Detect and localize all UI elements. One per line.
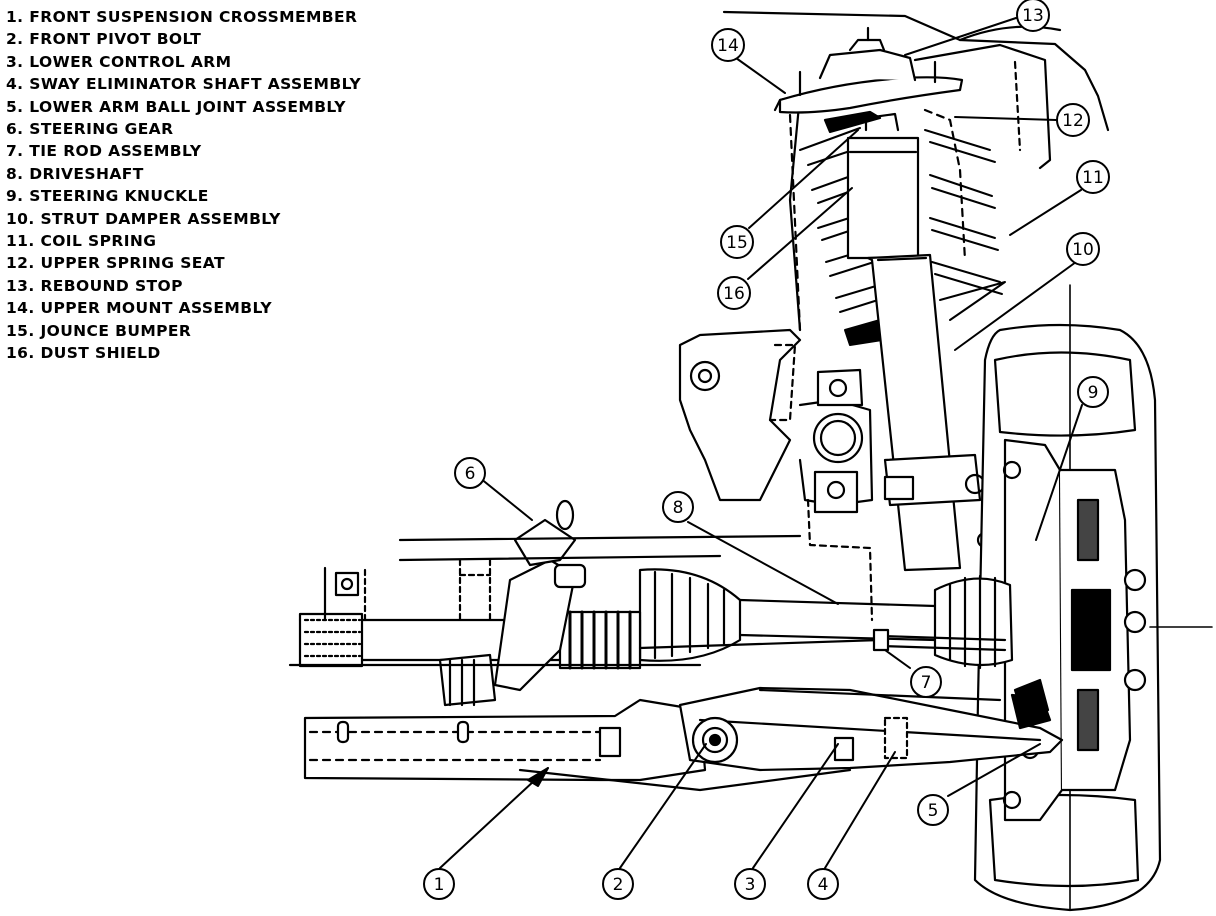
lower-control-arm <box>678 686 1064 772</box>
svg-text:3: 3 <box>745 875 756 895</box>
svg-text:12: 12 <box>1062 111 1084 131</box>
svg-text:10: 10 <box>1072 240 1094 260</box>
legend-item-tie-rod-assembly: 7. TIE ROD ASSEMBLY <box>6 142 202 161</box>
callout-10: 10 <box>1066 232 1100 266</box>
callout-1: 1 <box>423 868 455 900</box>
tie-rod <box>638 628 1007 652</box>
body-panel-outline <box>722 10 1110 170</box>
legend-item-steering-gear: 6. STEERING GEAR <box>6 120 174 139</box>
parts-legend: 1. FRONT SUSPENSION CROSSMEMBER 2. FRONT… <box>6 6 361 365</box>
legend-item-lower-arm-ball-joint-assembly: 5. LOWER ARM BALL JOINT ASSEMBLY <box>6 97 346 116</box>
callout-12: 12 <box>1056 103 1090 137</box>
leader-lines <box>439 17 1083 869</box>
callout-5: 5 <box>917 794 949 826</box>
callouts: 1 2 3 4 5 6 7 8 9 10 11 12 13 14 15 16 <box>423 0 1110 900</box>
svg-text:13: 13 <box>1022 6 1044 26</box>
legend-item-upper-spring-seat: 12. UPPER SPRING SEAT <box>6 254 225 273</box>
legend-item-front-suspension-crossmember: 1. FRONT SUSPENSION CROSSMEMBER <box>6 8 358 26</box>
svg-text:5: 5 <box>928 801 939 821</box>
callout-11: 11 <box>1076 160 1110 194</box>
callout-16: 16 <box>717 276 751 310</box>
driveshaft <box>638 568 1014 670</box>
callout-6: 6 <box>454 457 486 489</box>
legend-item-strut-damper-assembly: 10. STRUT DAMPER ASSEMBLY <box>6 209 281 228</box>
callout-15: 15 <box>720 225 754 259</box>
legend-item-lower-control-arm: 3. LOWER CONTROL ARM <box>6 52 232 71</box>
strut-damper <box>846 112 994 572</box>
callout-2: 2 <box>602 868 634 900</box>
svg-text:9: 9 <box>1088 383 1099 403</box>
legend-item-front-pivot-bolt: 2. FRONT PIVOT BOLT <box>6 30 202 49</box>
legend-item-sway-eliminator-shaft-assembly: 4. SWAY ELIMINATOR SHAFT ASSEMBLY <box>6 75 362 94</box>
legend-item-coil-spring: 11. COIL SPRING <box>6 232 157 251</box>
legend-item-upper-mount-assembly: 14. UPPER MOUNT ASSEMBLY <box>6 299 272 318</box>
legend-item-jounce-bumper: 15. JOUNCE BUMPER <box>6 321 192 340</box>
svg-text:14: 14 <box>717 36 739 56</box>
subframe-bracket <box>678 328 874 622</box>
svg-text:6: 6 <box>465 464 476 484</box>
callout-8: 8 <box>662 491 694 523</box>
legend-item-rebound-stop: 13. REBOUND STOP <box>6 276 183 295</box>
front-suspension-crossmember <box>303 534 852 792</box>
legend-item-driveshaft: 8. DRIVESHAFT <box>6 164 144 183</box>
callout-4: 4 <box>807 868 839 900</box>
callout-14: 14 <box>711 28 745 62</box>
steering-gear <box>288 499 702 707</box>
callout-3: 3 <box>734 868 766 900</box>
svg-text:16: 16 <box>723 284 745 304</box>
svg-text:4: 4 <box>818 875 829 895</box>
callout-13: 13 <box>1016 0 1050 32</box>
callout-7: 7 <box>910 666 942 698</box>
legend-item-dust-shield: 16. DUST SHIELD <box>6 344 161 363</box>
svg-text:11: 11 <box>1082 168 1104 188</box>
legend-item-steering-knuckle: 9. STEERING KNUCKLE <box>6 187 209 206</box>
svg-text:1: 1 <box>434 875 445 895</box>
svg-text:15: 15 <box>726 233 748 253</box>
svg-text:2: 2 <box>613 875 624 895</box>
svg-text:7: 7 <box>921 673 932 693</box>
upper-mount-assembly <box>778 26 964 134</box>
svg-text:8: 8 <box>673 498 684 518</box>
callout-9: 9 <box>1077 376 1109 408</box>
